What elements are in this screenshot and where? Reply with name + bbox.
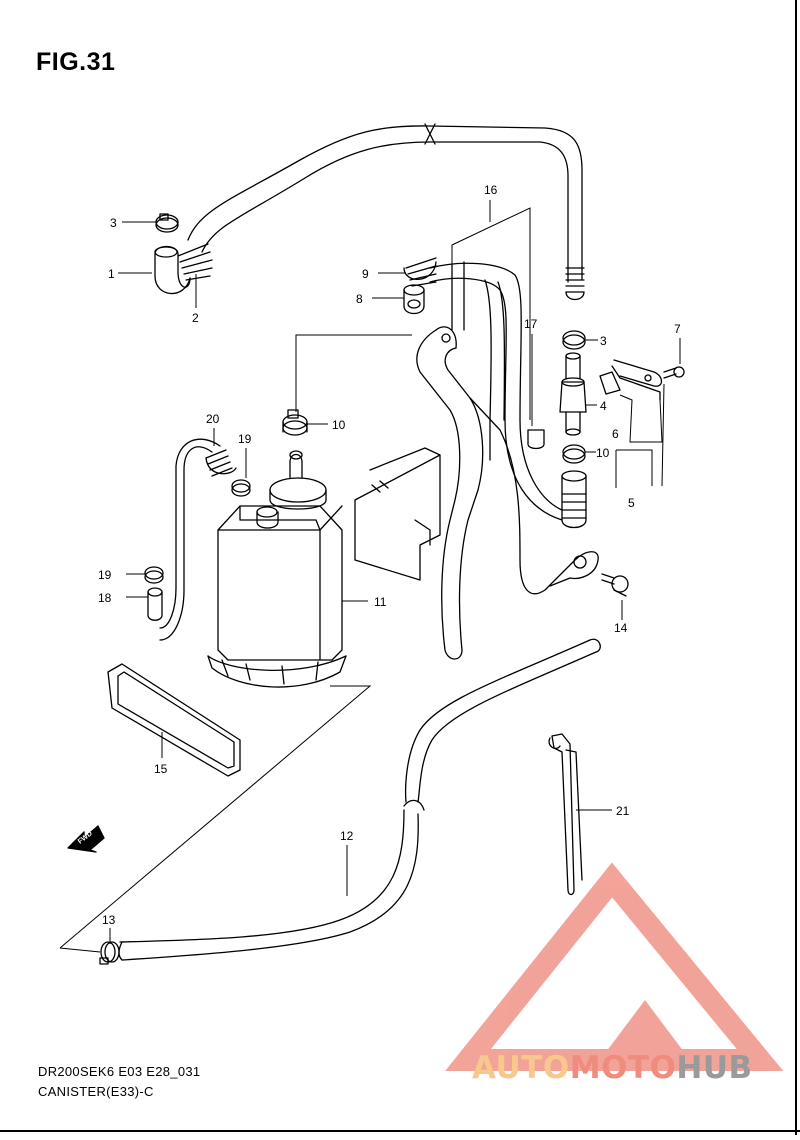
callout-10b: 10 [596,446,610,460]
clamp-part-3-right [562,330,586,350]
watermark-part-moto: MOTO [569,1050,677,1086]
fitting-part-8 [403,284,425,315]
callout-2: 2 [192,311,199,325]
mounting-bracket [416,326,599,660]
hose-part-17 [527,429,587,529]
bracket-part-6 [599,359,663,401]
figure-code: DR200SEK6 E03 E28_031 [38,1064,201,1079]
clamp-part-19-lower [144,566,164,584]
callout-5: 5 [628,496,635,510]
callout-12: 12 [340,829,354,843]
callout-8: 8 [356,292,363,306]
callout-15: 15 [154,762,168,776]
fitting-part-18 [147,587,163,621]
watermark-logo [445,862,784,1071]
callout-13: 13 [102,913,116,927]
clamp-part-10-right [562,444,586,464]
clamp-part-13 [99,941,120,965]
watermark-part-hub: HUB [676,1050,753,1086]
callout-4: 4 [600,399,607,413]
valve-part-4 [559,352,587,436]
clamp-part-10-left [282,409,308,436]
hose-part-20 [159,438,237,641]
callout-6: 6 [612,427,619,441]
callout-3b: 3 [600,334,607,348]
clamp-part-3-top [155,213,179,233]
hose-part-16 [429,261,563,521]
bolt-part-14 [601,573,629,597]
strap-part-15 [107,663,241,777]
clamp-part-19-upper [231,479,251,497]
callout-18: 18 [98,591,112,605]
watermark-brand: AUTOMOTOHUB [472,1050,753,1086]
canister-part-11 [207,450,347,688]
hose-end-part-9 [403,257,437,287]
cable-tie-part-21 [548,733,583,896]
callout-20: 20 [206,412,220,426]
leader-lines [59,200,681,953]
callout-10a: 10 [332,418,346,432]
callout-17: 17 [524,317,538,331]
callout-labels: 3 1 2 9 8 16 17 10 3 4 10 6 5 7 20 19 19… [98,183,681,927]
hose-part-2 [177,123,585,301]
callout-3a: 3 [110,216,117,230]
rear-panel [354,447,441,581]
figure-caption: CANISTER(E33)-C [38,1084,154,1099]
callout-19a: 19 [238,432,252,446]
callout-11: 11 [374,595,387,609]
callout-19b: 19 [98,568,112,582]
bolt-part-7 [663,366,685,379]
callout-7: 7 [674,322,681,336]
callout-1: 1 [108,267,115,281]
callout-9: 9 [362,267,369,281]
watermark-part-auto: AUTO [472,1050,570,1086]
callout-16: 16 [484,183,498,197]
elbow-part-1 [154,245,191,295]
figure-title: FIG.31 [36,48,116,76]
callout-21: 21 [616,804,630,818]
callout-14: 14 [614,621,628,635]
hose-part-12 [118,638,601,961]
fwd-arrow [67,825,105,853]
